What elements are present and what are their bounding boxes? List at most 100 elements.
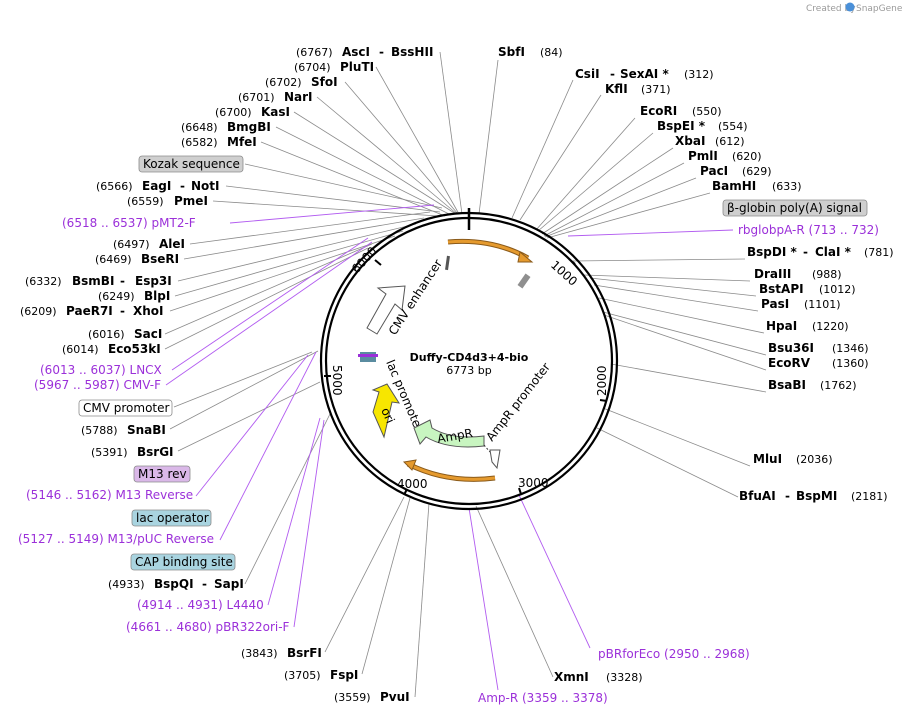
enzyme-bsrgi[interactable]: (5391) BsrGI xyxy=(91,445,174,459)
primer-pbr322ori-f[interactable]: (4661 .. 4680) pBR322ori-F xyxy=(126,620,290,634)
svg-text:KasI: KasI xyxy=(261,105,290,119)
svg-text:(6702): (6702) xyxy=(265,76,302,89)
enzyme-saci[interactable]: (6016) SacI xyxy=(88,327,162,341)
enzyme-bsrfi[interactable]: (3843) BsrFI xyxy=(241,646,322,660)
enzyme-pluti[interactable]: (6704) PluTI xyxy=(294,60,374,74)
primer-l4440[interactable]: (4914 .. 4931) L4440 xyxy=(137,598,264,612)
primer-m13-reverse[interactable]: (5146 .. 5162) M13 Reverse xyxy=(26,488,193,502)
svg-text:Eco53kI: Eco53kI xyxy=(108,342,161,356)
svg-text:-: - xyxy=(785,489,790,503)
enzyme-bspqi-sapi[interactable]: (4933) BspQI - SapI xyxy=(108,577,244,591)
enzyme-xbai[interactable]: XbaI (612) xyxy=(675,134,745,148)
primer-rbglobpa-r[interactable]: rbglobpA-R (713 .. 732) xyxy=(738,223,879,237)
svg-text:AleI: AleI xyxy=(159,237,185,251)
cap-binding-site-box[interactable]: CAP binding site xyxy=(130,553,236,571)
enzyme-sbfi[interactable]: SbfI (84) xyxy=(498,45,563,59)
enzyme-hpai[interactable]: HpaI (1220) xyxy=(766,319,849,333)
enzyme-alei[interactable]: (6497) AleI xyxy=(113,237,185,251)
enzyme-mlui[interactable]: MluI (2036) xyxy=(753,452,833,466)
enzyme-blpi[interactable]: (6249) BlpI xyxy=(98,289,170,303)
enzyme-paer7i-xhoi[interactable]: (6209) PaeR7I - XhoI xyxy=(20,304,164,318)
svg-text:(612): (612) xyxy=(715,135,745,148)
enzyme-snabi[interactable]: (5788) SnaBI xyxy=(81,423,166,437)
svg-text:(3705): (3705) xyxy=(284,669,321,682)
svg-text:(1762): (1762) xyxy=(820,379,857,392)
right-enzyme-labels: SbfI (84) CsiI - SexAI * (312) KflI (371… xyxy=(498,45,894,684)
enzyme-pasi[interactable]: PasI (1101) xyxy=(761,297,841,311)
enzyme-bsu36i[interactable]: Bsu36I (1346) xyxy=(768,341,869,355)
enzyme-bspdi-clai[interactable]: BspDI * - ClaI * (781) xyxy=(747,245,894,259)
m13-rev-box[interactable]: M13 rev xyxy=(133,465,191,483)
enzyme-sfoi[interactable]: (6702) SfoI xyxy=(265,75,338,89)
enzyme-eco53ki[interactable]: (6014) Eco53kI xyxy=(62,342,161,356)
plasmid-title: Duffy-CD4d3+4-bio 6773 bp xyxy=(410,351,529,377)
primer-m13-puc-reverse[interactable]: (5127 .. 5149) M13/pUC Reverse xyxy=(18,532,214,546)
enzyme-ecori[interactable]: EcoRI (550) xyxy=(640,104,722,118)
enzyme-pvui[interactable]: (3559) PvuI xyxy=(334,690,410,704)
svg-text:AscI: AscI xyxy=(342,45,370,59)
tick-label-2000: 2000 xyxy=(595,365,609,396)
enzyme-xmni[interactable]: XmnI (3328) xyxy=(554,670,643,684)
lac-operator-box[interactable]: lac operator xyxy=(131,509,212,527)
svg-text:NotI: NotI xyxy=(191,179,220,193)
svg-text:(1220): (1220) xyxy=(812,320,849,333)
svg-text:SapI: SapI xyxy=(214,577,244,591)
primer-amp-r[interactable]: Amp-R (3359 .. 3378) xyxy=(478,691,608,705)
svg-text:(1012): (1012) xyxy=(819,283,856,296)
svg-text:BlpI: BlpI xyxy=(144,289,170,303)
svg-text:(6767): (6767) xyxy=(296,46,333,59)
primer-pbrforeco[interactable]: pBRforEco (2950 .. 2968) xyxy=(598,647,750,661)
enzyme-pmei[interactable]: (6559) PmeI xyxy=(127,194,208,208)
svg-text:(3559): (3559) xyxy=(334,691,371,704)
svg-text:PvuI: PvuI xyxy=(380,690,410,704)
svg-text:BseRI: BseRI xyxy=(141,252,179,266)
enzyme-kfli[interactable]: KflI (371) xyxy=(605,82,671,96)
svg-text:(1346): (1346) xyxy=(832,342,869,355)
enzyme-paci[interactable]: PacI (629) xyxy=(700,164,772,178)
svg-text:(2036): (2036) xyxy=(796,453,833,466)
enzyme-ecorv[interactable]: EcoRV (1360) xyxy=(768,356,869,370)
cmv-promoter-box[interactable]: CMV promoter xyxy=(78,399,173,417)
svg-text:(312): (312) xyxy=(684,68,714,81)
enzyme-bstapi[interactable]: BstAPI (1012) xyxy=(759,282,856,296)
svg-text:XbaI: XbaI xyxy=(675,134,705,148)
svg-text:BsaBI: BsaBI xyxy=(768,378,806,392)
enzyme-fspi[interactable]: (3705) FspI xyxy=(284,668,358,682)
svg-text:(2181): (2181) xyxy=(851,490,888,503)
enzyme-draiii[interactable]: DraIII (988) xyxy=(754,267,842,281)
svg-text:(4933): (4933) xyxy=(108,578,145,591)
enzyme-eagi-noti[interactable]: (6566) EagI - NotI xyxy=(96,179,220,193)
primer-leader-lines xyxy=(165,204,734,691)
svg-text:(554): (554) xyxy=(718,120,748,133)
bottom-orange-feature xyxy=(407,462,496,481)
enzyme-ascI-bsshii[interactable]: (6767) AscI - BssHII xyxy=(296,45,433,59)
svg-text:(5391): (5391) xyxy=(91,446,128,459)
tick-label-4000: 4000 xyxy=(397,477,428,491)
primer-pmt2-f[interactable]: (6518 .. 6537) pMT2-F xyxy=(62,216,196,230)
enzyme-bamhi[interactable]: BamHI (633) xyxy=(712,179,802,193)
enzyme-csii-sexai[interactable]: CsiI - SexAI * (312) xyxy=(575,67,714,81)
enzyme-bmgbi[interactable]: (6648) BmgBI xyxy=(181,120,271,134)
enzyme-bfuai-bspmi[interactable]: BfuAI - BspMI (2181) xyxy=(739,489,888,503)
svg-text:(6701): (6701) xyxy=(238,91,275,104)
kozak-sequence-box[interactable]: Kozak sequence xyxy=(138,155,244,173)
svg-text:XhoI: XhoI xyxy=(133,304,164,318)
enzyme-bsmbi-esp3i[interactable]: (6332) BsmBI - Esp3I xyxy=(25,274,172,288)
svg-text:(633): (633) xyxy=(772,180,802,193)
enzyme-bspei[interactable]: BspEI * (554) xyxy=(657,119,748,133)
svg-text:(6566): (6566) xyxy=(96,180,133,193)
enzyme-mfei[interactable]: (6582) MfeI xyxy=(181,135,257,149)
ampr-arrow xyxy=(413,419,485,448)
enzyme-beseri[interactable]: (6469) BseRI xyxy=(95,252,179,266)
svg-text:SexAI *: SexAI * xyxy=(620,67,669,81)
primer-cmv-f[interactable]: (5967 .. 5987) CMV-F xyxy=(34,378,161,392)
enzyme-nari[interactable]: (6701) NarI xyxy=(238,90,313,104)
primer-lncx[interactable]: (6013 .. 6037) LNCX xyxy=(40,363,162,377)
svg-text:CsiI: CsiI xyxy=(575,67,600,81)
enzyme-bsabi[interactable]: BsaBI (1762) xyxy=(768,378,857,392)
svg-text:PaeR7I: PaeR7I xyxy=(66,304,113,318)
enzyme-pmli[interactable]: PmlI (620) xyxy=(688,149,762,163)
beta-globin-polya-box[interactable]: β-globin poly(A) signal xyxy=(722,199,868,217)
svg-text:(371): (371) xyxy=(641,83,671,96)
enzyme-kasi[interactable]: (6700) KasI xyxy=(215,105,290,119)
